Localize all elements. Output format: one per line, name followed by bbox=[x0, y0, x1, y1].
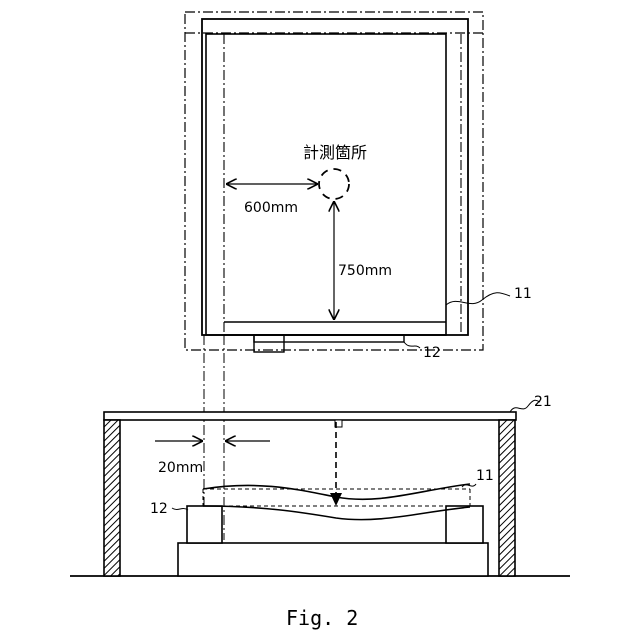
measurement-point-circle bbox=[319, 169, 349, 199]
figure-caption: Fig. 2 bbox=[286, 606, 358, 630]
dim-750-label: 750mm bbox=[338, 263, 392, 279]
ref-11-top: 11 bbox=[514, 286, 532, 302]
leader-12-bottom bbox=[172, 508, 188, 510]
side-view bbox=[70, 400, 570, 576]
housing-frame-outer bbox=[202, 19, 468, 335]
deflection-arrowhead bbox=[330, 493, 342, 506]
ref-21: 21 bbox=[534, 394, 552, 410]
top-view bbox=[185, 12, 510, 352]
deflected-plate-bottom bbox=[203, 506, 470, 520]
measurement-point-label: 計測箇所 bbox=[303, 143, 367, 162]
container-lid bbox=[104, 412, 516, 420]
ref-11-bottom: 11 bbox=[476, 468, 494, 484]
ref-12-top: 12 bbox=[423, 345, 441, 361]
support-plate-top bbox=[254, 335, 404, 342]
dim-600-label: 600mm bbox=[244, 200, 298, 216]
dim-20-label: 20mm bbox=[158, 460, 203, 476]
container-wall-left bbox=[104, 420, 120, 576]
leader-12-top bbox=[404, 342, 420, 348]
leader-11-top bbox=[446, 293, 510, 305]
support-right bbox=[446, 506, 483, 543]
container-wall-right bbox=[499, 420, 515, 576]
support-left bbox=[187, 506, 222, 543]
ref-12-bottom: 12 bbox=[150, 501, 168, 517]
base-platform bbox=[178, 543, 488, 576]
